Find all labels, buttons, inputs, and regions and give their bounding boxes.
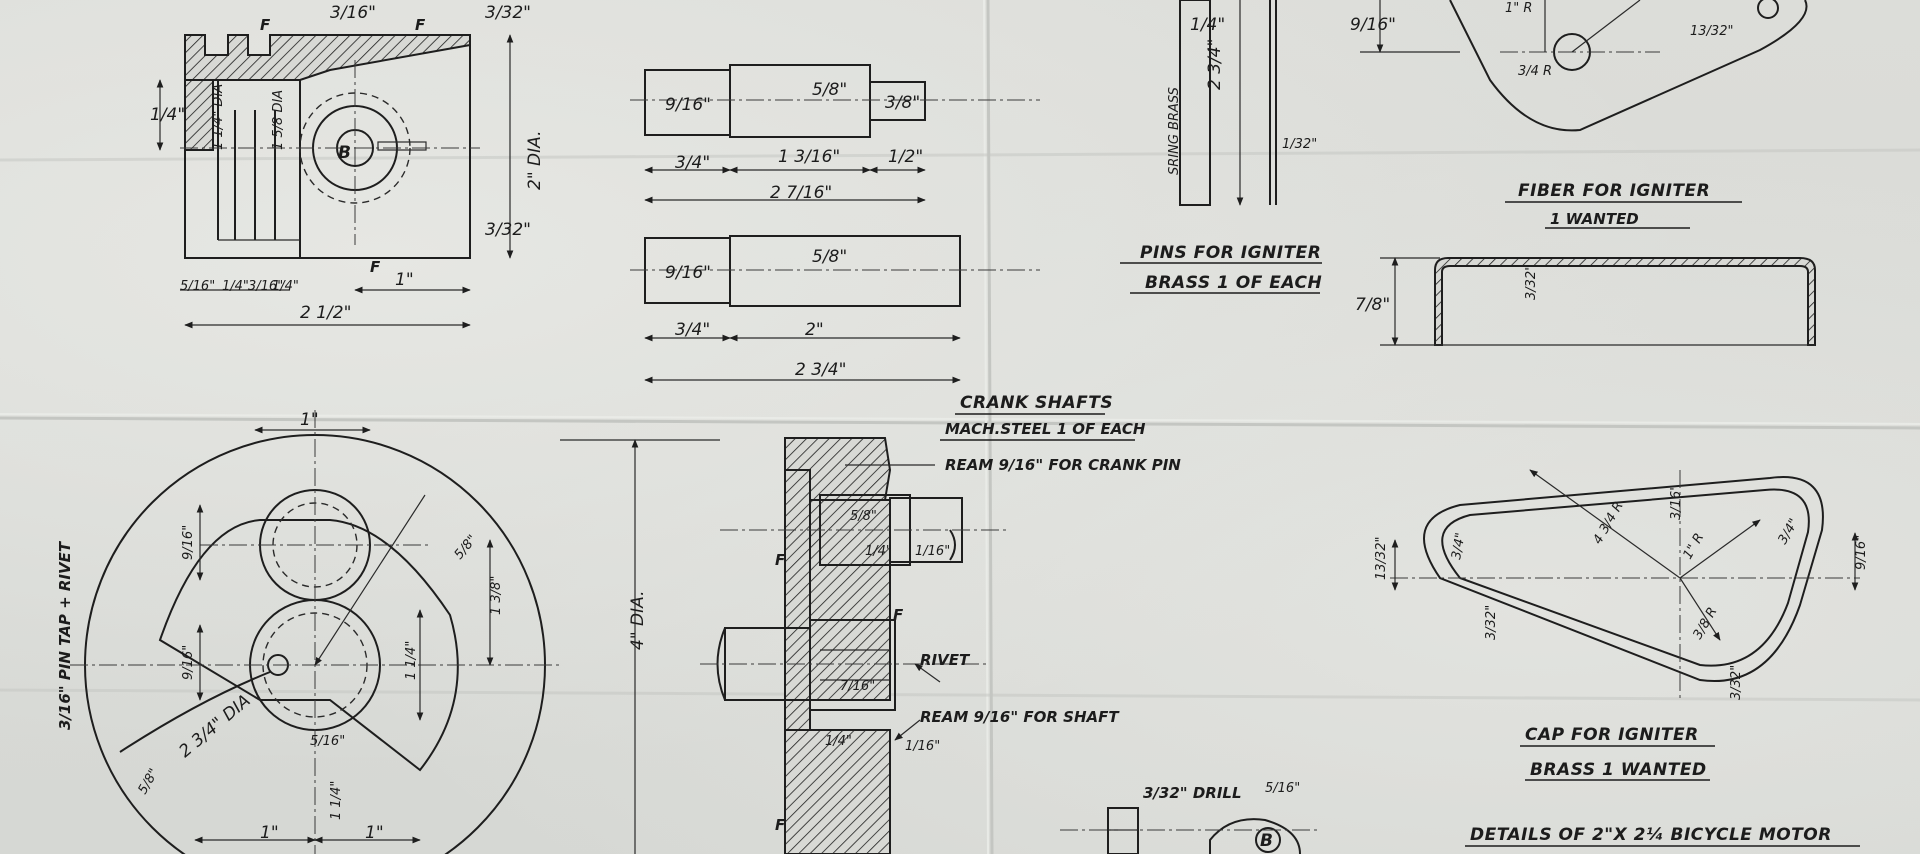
pins-for-igniter-view: 1/4" SRING BRASS 2 3/4" 1/32" PINS FOR I… — [1120, 0, 1322, 294]
dim-5-16-flywheel: 5/16" — [310, 734, 345, 749]
sheet-title: DETAILS OF 2"X 2¼ BICYCLE MOTOR — [1470, 825, 1832, 845]
dim-1-r-fiber: 1" R — [1505, 1, 1532, 16]
dim-13-32-fiber: 13/32" — [1690, 24, 1733, 39]
dim-3-4-shaft1: 3/4" — [675, 153, 710, 173]
dim-2-3-4-dia: 2 3/4" DIA — [175, 691, 254, 762]
dim-3-32-cap-b: 3/32" — [1484, 605, 1499, 640]
dim-1-4-a: 1/4" — [222, 279, 249, 294]
label-f-2: F — [415, 16, 426, 34]
dim-1-3-16: 1 3/16" — [778, 147, 840, 167]
dim-3-4-r-fiber: 3/4 R — [1518, 64, 1552, 79]
dim-1-r-cap: 1" R — [1680, 531, 1707, 562]
dim-3-8-shaft1: 3/8" — [885, 93, 920, 113]
title-cap-for-igniter: CAP FOR IGNITER — [1525, 725, 1699, 745]
dim-1-5-8-dia: 1 5/8 DIA — [271, 90, 286, 150]
dim-9-16-cap: 9/16" — [1854, 535, 1869, 570]
dim-1-4-pin: 1/4" — [1190, 15, 1225, 35]
dim-2-7-16: 2 7/16" — [770, 183, 832, 203]
note-drill: 3/32" DRILL — [1143, 784, 1242, 802]
note-ream-crank-pin: REAM 9/16" FOR CRANK PIN — [945, 456, 1181, 474]
label-b-block: B — [338, 143, 351, 163]
dim-3-32-top: 3/32" — [485, 3, 531, 23]
note-ream-shaft: REAM 9/16" FOR SHAFT — [920, 708, 1120, 726]
dim-3-4-cap-b: 3/4" — [1775, 516, 1801, 547]
dim-1-1-8-flywheel: 1 1/4" — [404, 641, 419, 680]
crank-shafts-view: 9/16" 5/8" 3/8" 3/4" 1 3/16" 1/2" 2 7/16… — [630, 64, 1146, 441]
label-f-crank-1: F — [775, 551, 786, 569]
dim-1-4-b: 1/4" — [272, 279, 299, 294]
dim-1-3-8-flywheel: 1 3/8" — [489, 576, 504, 615]
dim-1-16-crank-b: 1/16" — [905, 739, 940, 754]
dim-3-32-cap: 3/32" — [1524, 265, 1539, 300]
dim-2-3-4: 2 3/4" — [795, 360, 846, 380]
dim-2-1-2: 2 1/2" — [300, 303, 351, 323]
dim-5-8-flywheel-b: 5/8" — [135, 766, 161, 797]
dim-1-4-left: 1/4" — [150, 105, 185, 125]
small-bracket-view: 3/32" DRILL 5/16" B — [1060, 781, 1320, 854]
dim-9-16-flywheel-a: 9/16" — [181, 525, 196, 560]
subtitle-cap-for-igniter: BRASS 1 WANTED — [1530, 760, 1707, 780]
dim-2-dia: 2" DIA. — [525, 131, 545, 191]
dim-5-16-bracket: 5/16" — [1265, 781, 1300, 796]
label-f-crank-2: F — [775, 816, 786, 834]
subtitle-pins-for-igniter: BRASS 1 OF EACH — [1145, 273, 1322, 293]
fiber-for-igniter-view: 9/16" 1" R 3/4 R 13/32" FIBER FOR IGNITE… — [1350, 0, 1816, 346]
dim-2-shaft2: 2" — [805, 320, 824, 340]
dim-1-1-4-flywheel: 1 1/4" — [329, 781, 344, 820]
label-b-bracket: B — [1260, 831, 1273, 851]
note-pin-tap-rivet: 3/16" PIN TAP + RIVET — [56, 540, 74, 730]
dim-3-8-r-cap: 3/8 R — [1690, 605, 1720, 642]
dim-5-8-shaft1: 5/8" — [812, 80, 847, 100]
label-f-crank-3: F — [893, 606, 904, 624]
dim-13-32-cap: 13/32" — [1374, 537, 1389, 580]
crank-assembly-section: REAM 9/16" FOR CRANK PIN RIVET REAM 9/16… — [700, 437, 1181, 854]
dim-2-3-4-pin: 2 3/4" — [1205, 39, 1225, 90]
dim-1-flywheel-a: 1" — [260, 823, 279, 843]
dim-3-16-b: 3/16" — [248, 279, 283, 294]
flywheel-view: 1" 9/16" 9/16" 5/8" 1 3/8" 1 1/4" 2 3/4"… — [56, 410, 720, 854]
dim-3-32-right: 3/32" — [485, 220, 531, 240]
dim-3-16-cap: 3/16" — [1669, 485, 1684, 520]
dim-9-16-fiber: 9/16" — [1350, 15, 1396, 35]
dim-3-32-cap-c: 3/32" — [1729, 665, 1744, 700]
dim-7-8: 7/8" — [1355, 295, 1390, 315]
label-f-3: F — [370, 258, 381, 276]
dim-9-16-shaft2: 9/16" — [665, 263, 711, 283]
dim-1-block: 1" — [395, 270, 414, 290]
dim-3-16-top: 3/16" — [330, 3, 376, 23]
title-crank-shafts: CRANK SHAFTS — [960, 393, 1113, 413]
subtitle-crank-shafts: MACH.STEEL 1 OF EACH — [945, 420, 1146, 438]
dim-1-flywheel-top: 1" — [300, 410, 319, 430]
crank-block-view: 3/16" 3/32" 1/4" 1 1/4" DIA 1 5/8 DIA B … — [150, 3, 545, 329]
subtitle-fiber-for-igniter: 1 WANTED — [1550, 210, 1639, 228]
cap-for-igniter-view: 13/32" 3/4" 4 3/4 R 3/16" 1" R 3/4" 9/16… — [1374, 469, 1869, 847]
title-fiber-for-igniter: FIBER FOR IGNITER — [1518, 181, 1710, 201]
dim-5-8-shaft2: 5/8" — [812, 247, 847, 267]
dim-3-4-cap: 3/4" — [1449, 532, 1468, 561]
dim-5-16: 5/16" — [180, 279, 215, 294]
dim-1-1-4-dia: 1 1/4" DIA — [211, 84, 226, 150]
dim-1-4-crank: 1/4" — [865, 544, 892, 559]
dim-5-8-flywheel: 5/8" — [452, 532, 481, 562]
dim-1-flywheel-b: 1" — [365, 823, 384, 843]
dim-4-3-4-r-cap: 4 3/4 R — [1590, 499, 1626, 547]
label-f-1: F — [260, 16, 271, 34]
dim-1-32-pin: 1/32" — [1282, 137, 1317, 152]
dim-1-2: 1/2" — [888, 147, 923, 167]
dim-9-16-shaft1: 9/16" — [665, 95, 711, 115]
dim-3-4-shaft2: 3/4" — [675, 320, 710, 340]
dim-9-16-flywheel-b: 9/16" — [181, 645, 196, 680]
dim-4-dia: 4" DIA. — [628, 591, 648, 651]
dim-7-16-crank: 7/16" — [840, 679, 875, 694]
note-rivet: RIVET — [920, 651, 971, 669]
note-spring-brass: SRING BRASS — [1167, 87, 1182, 175]
dim-1-16-crank: 1/16" — [915, 544, 950, 559]
title-pins-for-igniter: PINS FOR IGNITER — [1140, 243, 1321, 263]
dim-5-8-crank: 5/8" — [850, 509, 877, 524]
dim-1-4-crank-b: 1/4" — [825, 734, 852, 749]
